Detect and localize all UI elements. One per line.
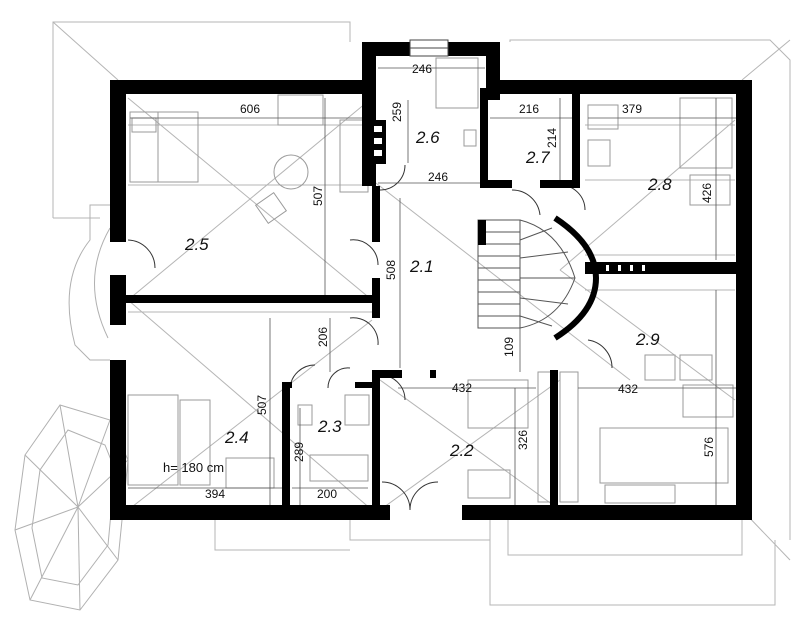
door-swings <box>127 164 613 511</box>
room-label-2-5: 2.5 <box>184 235 209 254</box>
staircase <box>477 219 576 329</box>
dimension-109: 109 <box>502 337 516 357</box>
walls <box>110 42 752 520</box>
room-label-2-2: 2.2 <box>449 441 474 460</box>
dimension-200: 200 <box>317 487 337 501</box>
tower-window <box>409 39 449 57</box>
dimension-394: 394 <box>205 487 225 501</box>
roof-outline <box>52 21 791 606</box>
room-labels: 2.5 2.6 2.7 2.8 2.1 2.9 2.4 2.3 2.2 <box>184 128 672 460</box>
dimension-379: 379 <box>622 102 642 116</box>
dimension-606: 606 <box>240 102 260 116</box>
room-label-2-9: 2.9 <box>635 330 660 349</box>
dimension-432-left: 432 <box>452 381 472 395</box>
dimension-246-top: 246 <box>412 62 432 76</box>
dimension-259: 259 <box>390 102 404 122</box>
room-label-2-3: 2.3 <box>317 417 342 436</box>
dimension-246-bottom: 246 <box>428 170 448 184</box>
dimension-576: 576 <box>702 437 716 457</box>
dimension-507-upper: 507 <box>311 186 325 206</box>
chimney-flues <box>374 126 382 156</box>
dimension-labels: 606 246 259 246 216 214 379 426 507 508 … <box>163 62 716 501</box>
room-label-2-4: 2.4 <box>224 428 249 447</box>
dimension-326: 326 <box>516 430 530 450</box>
dimension-206: 206 <box>316 327 330 347</box>
dimension-507-lower: 507 <box>255 395 269 415</box>
dimension-214: 214 <box>545 128 559 148</box>
bay-window-outline <box>14 204 129 611</box>
dimension-432-right: 432 <box>618 382 638 396</box>
dimension-lines <box>128 67 736 510</box>
dimension-508: 508 <box>384 260 398 280</box>
height-note: h= 180 cm <box>163 460 224 475</box>
room-label-2-7: 2.7 <box>525 148 550 167</box>
room-label-2-1: 2.1 <box>409 257 434 276</box>
stair-balustrade <box>553 215 600 341</box>
dimension-289: 289 <box>292 442 306 462</box>
room-label-2-8: 2.8 <box>647 175 672 194</box>
room-label-2-6: 2.6 <box>415 128 440 147</box>
dimension-426: 426 <box>700 183 714 203</box>
dimension-216: 216 <box>519 102 539 116</box>
